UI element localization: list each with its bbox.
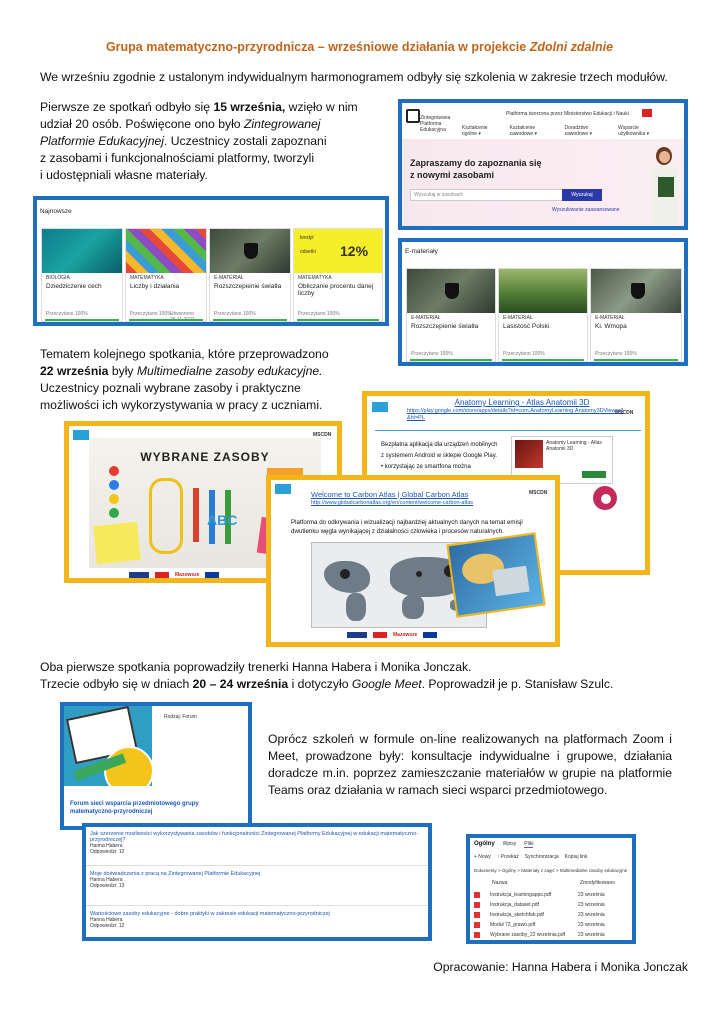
forum-card-screenshot: Rodzaj: Forum Forum sieci wsparcia przed…	[60, 702, 252, 830]
resource-card[interactable]: E-MATERIAŁ Rozszczepienie światła Przecz…	[209, 228, 291, 322]
resource-card[interactable]: kredyt odsetki 12% MATEMATYKA Obliczanie…	[293, 228, 383, 322]
resource-card[interactable]: BIOLOGIA Dziedziczenie cech Przeczytano …	[41, 228, 123, 322]
pdf-icon	[474, 912, 480, 918]
carbon-url[interactable]: http://www.globalcarbonatlas.org/en/cont…	[311, 500, 474, 506]
pdf-icon	[474, 902, 480, 908]
forum-post[interactable]: Moje doświadczenia z pracą na Zintegrowa…	[90, 871, 261, 889]
project-logo-icon	[73, 430, 89, 440]
tab-general[interactable]: Ogólny	[474, 841, 495, 847]
ematerialy-screenshot: E-materiały E-MATERIAŁ Rozszczepienie św…	[398, 238, 688, 366]
intro-text: We wrześniu zgodnie z ustalonym indywidu…	[40, 70, 668, 84]
forum-title-link[interactable]: Forum sieci wsparcia przedmiotowego grup…	[70, 801, 199, 815]
paragraph-second-meeting: Tematem kolejnego spotkania, które przep…	[40, 347, 329, 412]
advanced-search-link[interactable]: Wyszukiwanie zaawansowane	[552, 207, 620, 213]
page-title: Grupa matematyczno-przyrodnicza – wrześn…	[105, 40, 614, 54]
carbon-link[interactable]: Welcome to Carbon Atlas | Global Carbon …	[311, 490, 469, 499]
shield-icon	[631, 283, 645, 299]
forum-post[interactable]: Wartościowe zasoby edukacyjne - dobre pr…	[90, 911, 330, 929]
woman-figure	[646, 147, 680, 226]
menu-item[interactable]: Doradztwo zawodowe ▾	[564, 125, 593, 137]
resource-card[interactable]: MATEMATYKA Liczby i działania Przeczytan…	[125, 228, 207, 322]
anatomy-url[interactable]: https://play.google.com/store/apps/detai…	[407, 408, 624, 421]
section-heading: Najnowsze	[40, 208, 72, 215]
shield-icon	[244, 243, 258, 259]
paragraph-first-meeting: Pierwsze ze spotkań odbyło się 15 wrześn…	[40, 100, 358, 182]
najnowsze-screenshot: Najnowsze BIOLOGIA Dziedziczenie cech Pr…	[33, 196, 389, 326]
resource-card[interactable]: E-MATERIAŁ Lasistość Polski Przeczytano …	[498, 268, 588, 362]
zpe-search-input[interactable]: Wyszukaj w zasobach	[410, 189, 602, 201]
tab-files[interactable]: Pliki	[524, 841, 534, 848]
menu-item[interactable]: Kształcenie zawodowe ▾	[509, 125, 538, 137]
partner-logos: Mazowsze	[129, 572, 220, 578]
paragraph-consultations: Oprócz szkoleń w formule on-line realizo…	[268, 732, 672, 797]
forum-posts-screenshot: Jak szerzenie możliwości wykorzystywania…	[82, 823, 432, 941]
sync-button[interactable]: Synchronizacja	[524, 854, 559, 860]
pdf-icon	[474, 892, 480, 898]
project-logo-icon	[372, 402, 388, 412]
teams-tabs: Ogólny Wpisy Pliki	[474, 841, 534, 848]
emblem-icon	[642, 109, 652, 117]
resource-card[interactable]: E-MATERIAŁ Ki. Wmopa Przeczytano 100%	[590, 268, 682, 362]
zpe-search-button[interactable]: Wyszukaj	[562, 189, 602, 201]
copy-link-button[interactable]: Kopiuj link	[564, 854, 588, 860]
zpe-menu: Kształcenie ogólne ▾ Kształcenie zawodow…	[462, 125, 664, 137]
atlas-inset-image	[446, 532, 546, 618]
forum-illustration	[64, 706, 152, 786]
partner-logos: Mazowsze	[347, 632, 438, 638]
forum-post[interactable]: Jak szerzenie możliwości wykorzystywania…	[90, 831, 418, 855]
new-button[interactable]: + Nowy	[474, 854, 491, 860]
carbon-atlas-slide: Welcome to Carbon Atlas | Global Carbon …	[266, 475, 560, 647]
zpe-homepage-screenshot: Zintegrowana Platforma Edukacyjna Platfo…	[398, 99, 688, 230]
shield-icon	[445, 283, 459, 299]
menu-item[interactable]: Wsparcie użytkownika ▾	[618, 125, 650, 137]
author-footer: Opracowanie: Hanna Habera i Monika Joncz…	[433, 960, 688, 974]
multimedia-learning-icon	[577, 482, 633, 532]
pdf-icon	[474, 932, 480, 938]
breadcrumb: Dokumenty > Ogólny > Materiały z zajęć >…	[474, 868, 628, 873]
section-heading: E-materiały	[405, 248, 438, 255]
tab-posts[interactable]: Wpisy	[502, 841, 517, 847]
resource-card[interactable]: E-MATERIAŁ Rozszczepienie światła Przecz…	[406, 268, 496, 362]
menu-item[interactable]: Kształcenie ogólne ▾	[462, 125, 488, 137]
zpe-logo	[406, 109, 428, 131]
paragraph-trainers: Oba pierwsze spotkania poprowadziły tren…	[40, 660, 614, 691]
anatomy-link[interactable]: Anatomy Learning - Atlas Anatomii 3D	[454, 398, 590, 407]
pdf-icon	[474, 922, 480, 928]
project-logo-icon	[275, 484, 291, 494]
upload-button[interactable]: ↑ Przekaż	[496, 854, 519, 860]
teams-files-screenshot: Ogólny Wpisy Pliki + Nowy ↑ Przekaż Sync…	[466, 834, 636, 944]
teams-toolbar: + Nowy ↑ Przekaż Synchronizacja Kopiuj l…	[474, 854, 587, 860]
